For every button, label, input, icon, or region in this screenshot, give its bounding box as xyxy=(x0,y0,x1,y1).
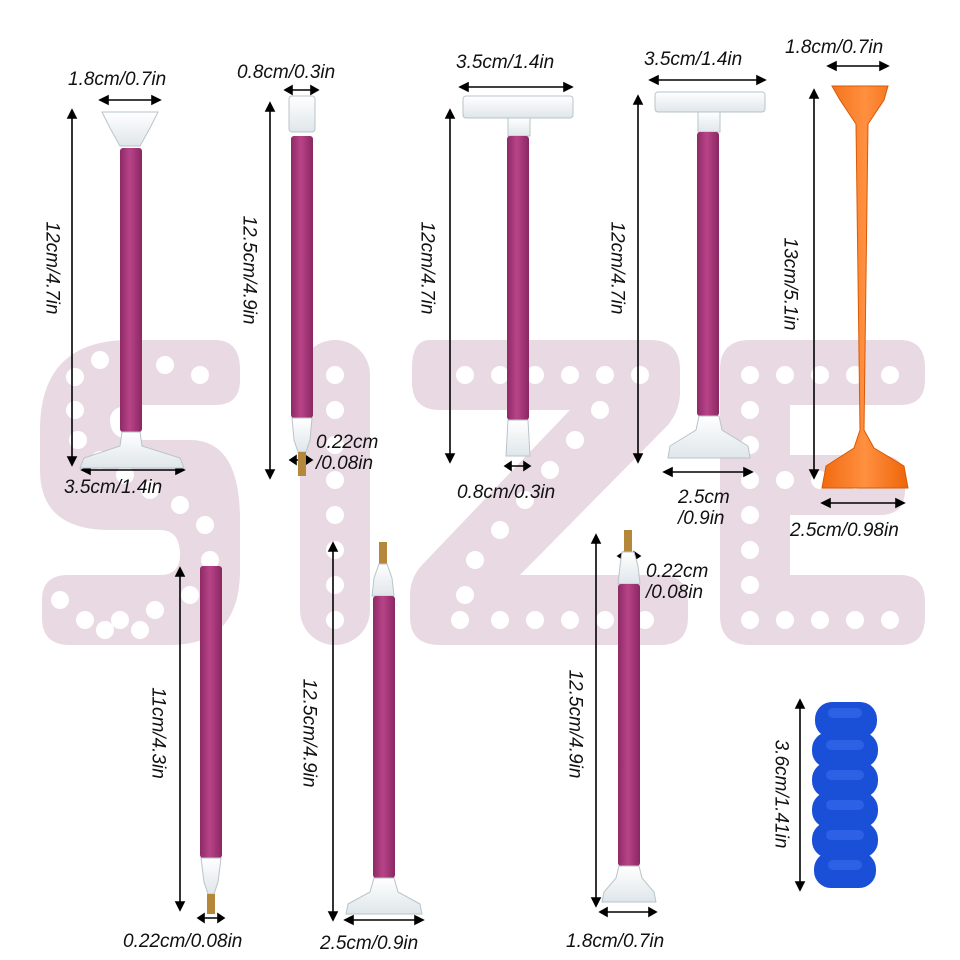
pen-3-length-label: 12cm/4.7in xyxy=(416,221,438,315)
watermark-hole xyxy=(491,366,509,384)
watermark-hole xyxy=(96,621,114,639)
dimension-arrows xyxy=(66,60,906,926)
watermark-hole xyxy=(541,461,559,479)
watermark-hole xyxy=(526,366,544,384)
pen-5-orange xyxy=(821,85,909,489)
watermark-letter-z xyxy=(410,340,688,645)
watermark-hole xyxy=(181,586,199,604)
watermark-hole xyxy=(741,541,759,559)
watermark-hole xyxy=(326,506,344,524)
watermark-hole xyxy=(196,516,214,534)
watermark-hole xyxy=(846,611,864,629)
watermark-hole xyxy=(141,481,159,499)
watermark-hole xyxy=(591,401,609,419)
watermark-hole xyxy=(76,611,94,629)
pen-2-top-width-label: 0.8cm/0.3in xyxy=(237,62,336,83)
watermark-hole xyxy=(776,471,794,489)
pen-6-length-label: 11cm/4.3in xyxy=(147,687,169,779)
pen-2 xyxy=(288,95,316,476)
watermark-hole xyxy=(326,366,344,384)
pen-1 xyxy=(79,111,185,469)
watermark-hole xyxy=(491,521,509,539)
watermark-hole xyxy=(596,366,614,384)
watermark-hole xyxy=(811,366,829,384)
watermark-hole xyxy=(91,351,109,369)
foam-grip xyxy=(812,702,878,888)
watermark-hole xyxy=(171,496,189,514)
watermark-hole xyxy=(326,436,344,454)
watermark-hole xyxy=(326,401,344,419)
watermark-hole xyxy=(326,576,344,594)
watermark-hole xyxy=(636,611,654,629)
pen-2-length-label: 12.5cm/4.9in xyxy=(238,215,260,325)
pen-7-length-label: 12.5cm/4.9in xyxy=(298,678,320,788)
pen-3-top-width-label: 3.5cm/1.4in xyxy=(456,52,555,73)
pen-8-tip-width-label: 0.22cm /0.08in xyxy=(646,561,709,603)
watermark-hole xyxy=(741,366,759,384)
watermark-hole xyxy=(596,611,614,629)
pen-6 xyxy=(200,566,222,914)
watermark-hole xyxy=(66,368,84,386)
watermark-hole xyxy=(741,611,759,629)
watermark-hole xyxy=(146,601,164,619)
watermark-hole xyxy=(561,611,579,629)
pen-1-top-width-label: 1.8cm/0.7in xyxy=(68,69,167,90)
watermark-hole xyxy=(201,551,219,569)
watermark-hole xyxy=(491,611,509,629)
watermark-hole xyxy=(881,366,899,384)
pen-4-top-width-label: 3.5cm/1.4in xyxy=(644,49,743,70)
watermark-hole xyxy=(451,611,469,629)
pen-2-tip-width-label: 0.22cm /0.08in xyxy=(316,432,379,474)
watermark-hole xyxy=(741,576,759,594)
watermark-hole xyxy=(69,431,87,449)
watermark-hole xyxy=(631,366,649,384)
watermark-letter-i xyxy=(300,340,370,645)
pen-6-tip-width-label: 0.22cm/0.08in xyxy=(123,931,243,952)
pen-1-bottom-width-label: 3.5cm/1.4in xyxy=(64,477,163,498)
watermark-hole xyxy=(811,611,829,629)
watermark-hole xyxy=(456,586,474,604)
pen-7 xyxy=(345,542,423,915)
watermark-hole xyxy=(526,611,544,629)
watermark-hole xyxy=(131,621,149,639)
pen-5-length-label: 13cm/5.1in xyxy=(779,237,801,331)
pen-7-bottom-width-label: 2.5cm/0.9in xyxy=(320,933,419,954)
pen-3 xyxy=(462,95,574,457)
watermark-hole xyxy=(516,491,534,509)
watermark-hole xyxy=(881,611,899,629)
pen-5-bottom-width-label: 2.5cm/0.98in xyxy=(790,520,899,541)
watermark-hole xyxy=(191,366,209,384)
grip-length-label: 3.6cm/1.41in xyxy=(770,739,792,849)
pen-4 xyxy=(654,91,766,459)
watermark-hole xyxy=(741,506,759,524)
watermark-hole xyxy=(466,551,484,569)
watermark-hole xyxy=(741,401,759,419)
watermark-hole xyxy=(111,611,129,629)
pen-1-length-label: 12cm/4.7in xyxy=(41,221,63,315)
pen-3-bottom-width-label: 0.8cm/0.3in xyxy=(457,482,556,503)
watermark-hole xyxy=(561,366,579,384)
watermark-hole xyxy=(66,401,84,419)
watermark-hole xyxy=(156,356,174,374)
watermark-letter-e xyxy=(720,340,925,645)
watermark-hole xyxy=(456,366,474,384)
pen-8-length-label: 12.5cm/4.9in xyxy=(564,669,586,779)
pen-5-top-width-label: 1.8cm/0.7in xyxy=(785,37,884,58)
watermark-hole xyxy=(566,431,584,449)
pen-4-length-label: 12cm/4.7in xyxy=(606,221,628,315)
watermark-letter-s xyxy=(40,340,240,645)
watermark-hole xyxy=(326,611,344,629)
watermark-hole xyxy=(326,471,344,489)
pen-4-bottom-width-label: 2.5cm /0.9in xyxy=(678,487,730,529)
pen-8-bottom-width-label: 1.8cm/0.7in xyxy=(566,931,665,952)
watermark-hole xyxy=(51,591,69,609)
pen-8 xyxy=(601,530,657,903)
watermark-hole xyxy=(776,611,794,629)
watermark-hole xyxy=(776,366,794,384)
